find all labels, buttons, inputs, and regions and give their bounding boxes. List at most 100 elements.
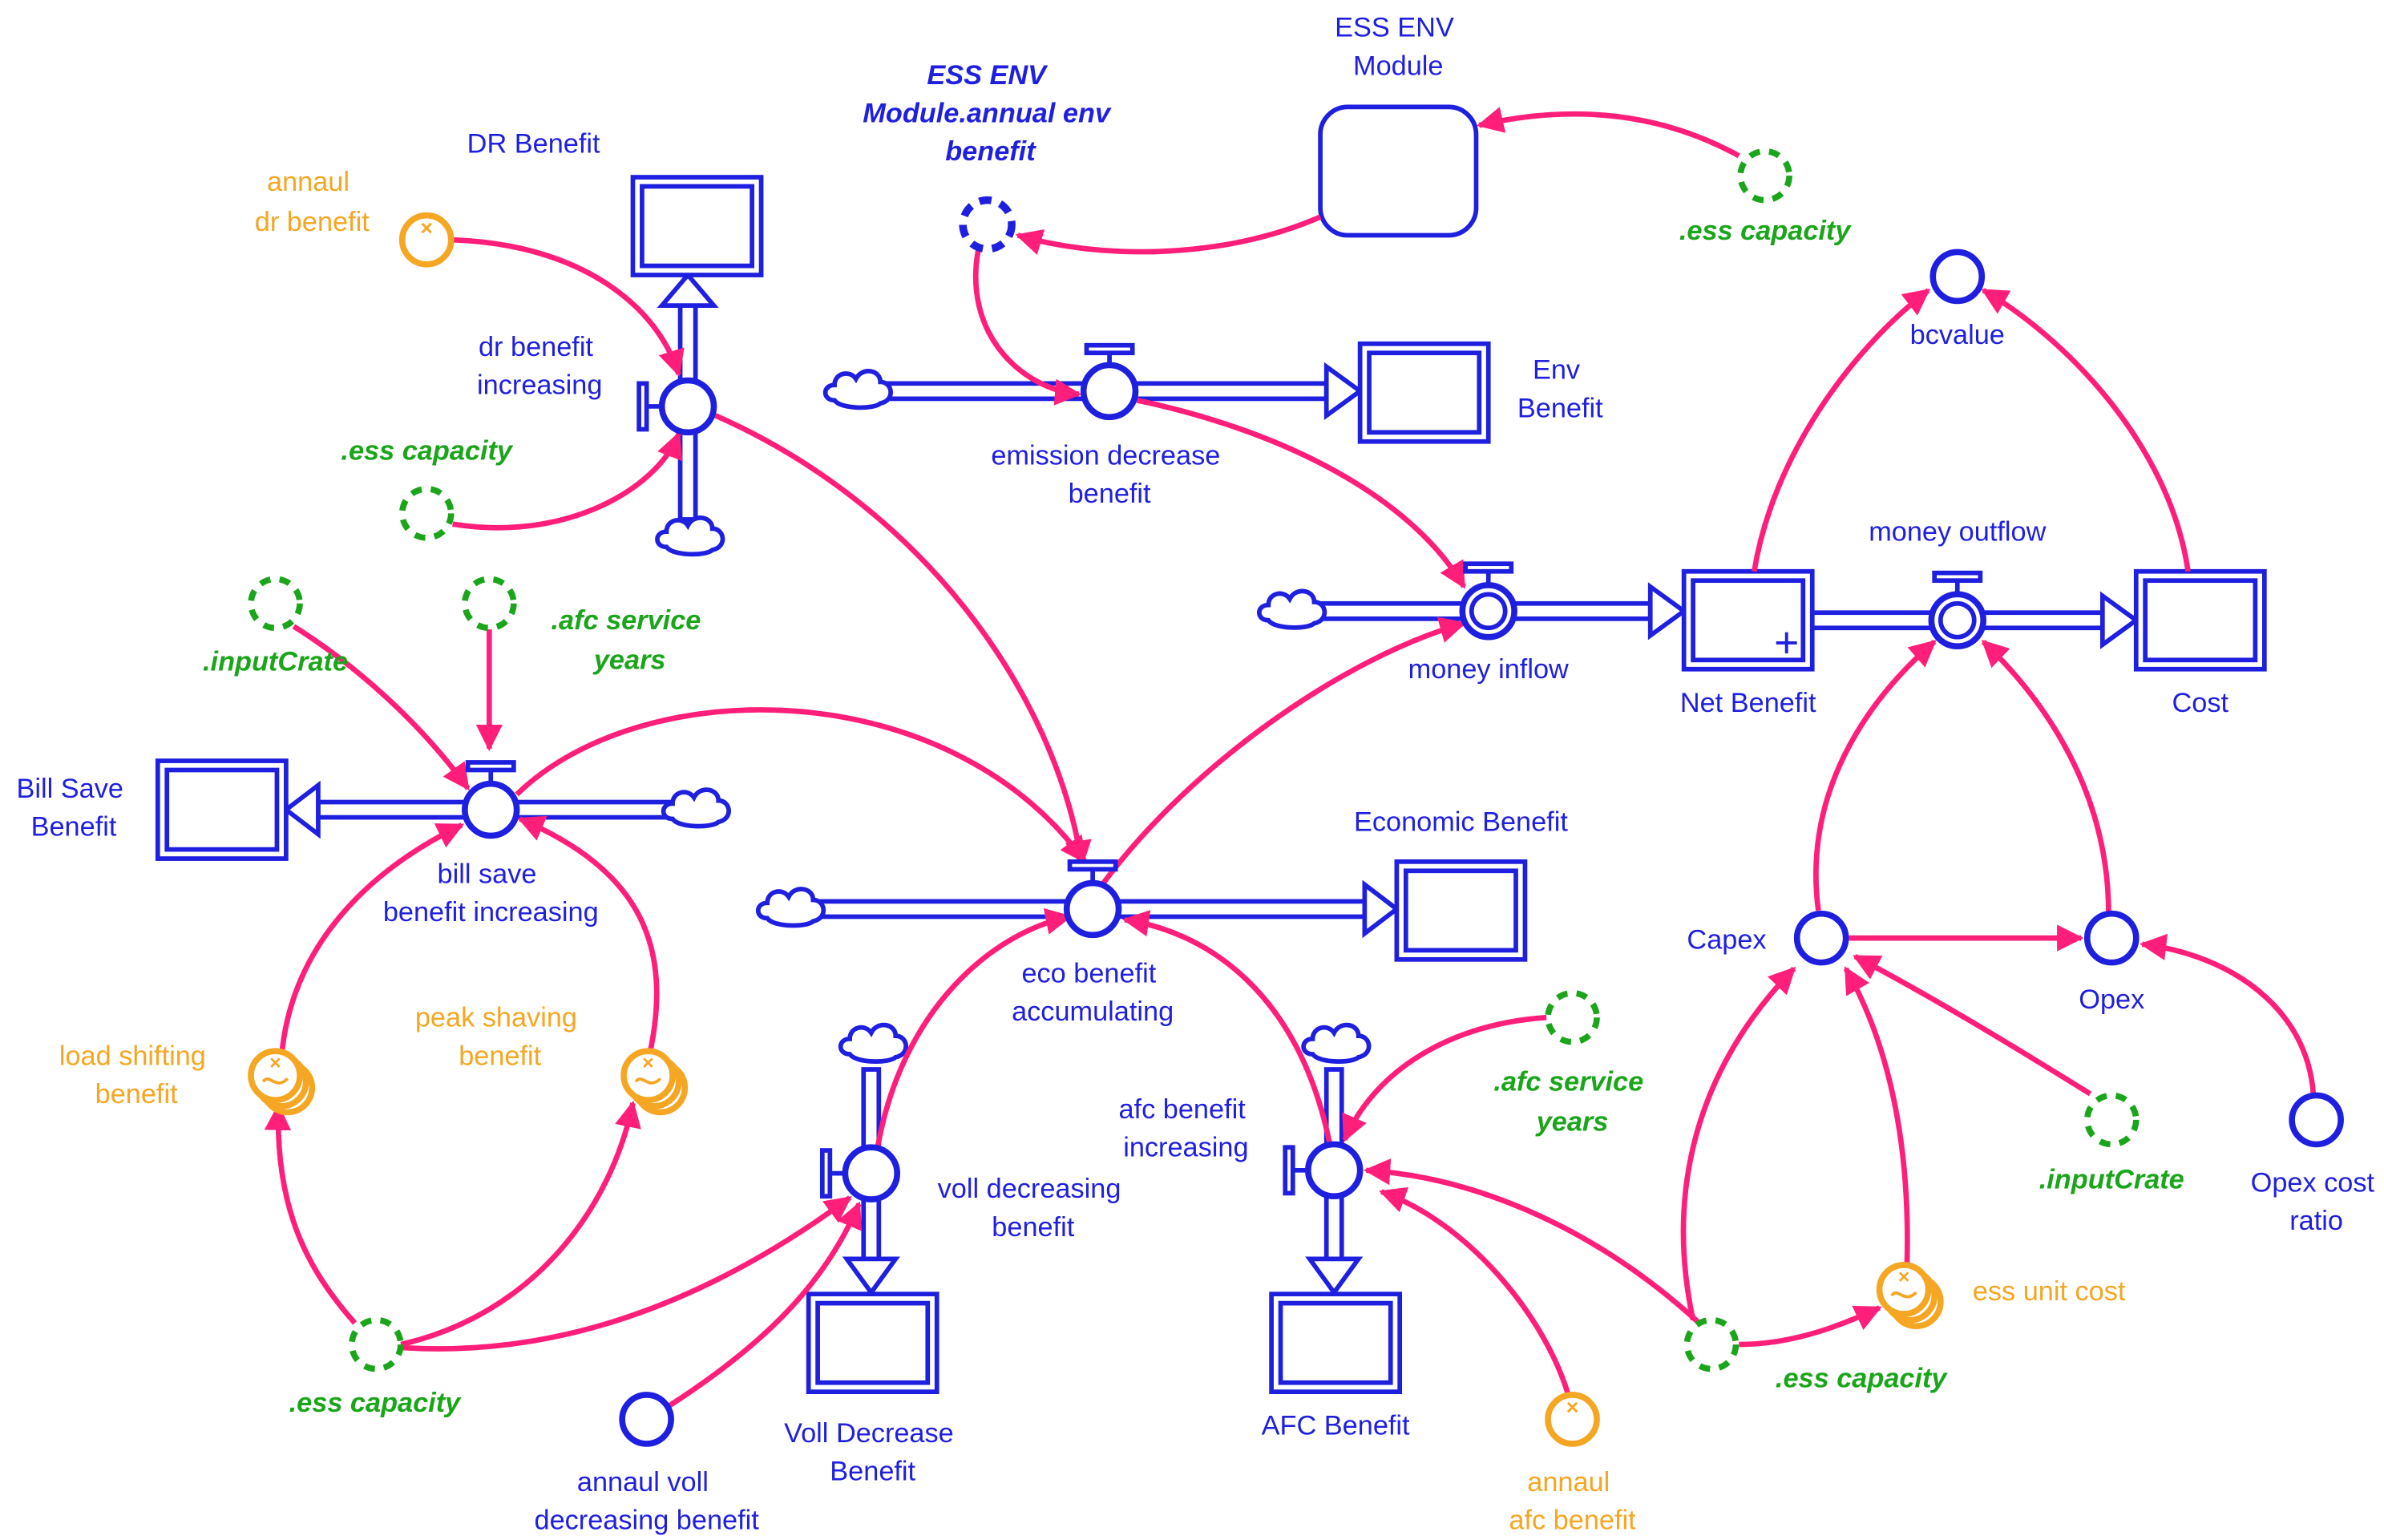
var-bcvalue[interactable]: [1929, 249, 1986, 305]
lookup-ess-unit-cost-label: ess unit cost: [1973, 1276, 2126, 1307]
flow-money-outflow-label: money outflow: [1869, 517, 2046, 548]
source-cloud-icon: [841, 1025, 907, 1062]
valve-bill-save-increasing[interactable]: [462, 760, 520, 839]
var-capex[interactable]: [1793, 910, 1849, 966]
valve-voll-decreasing[interactable]: [819, 1144, 901, 1202]
link-annaul-dr-to-dr-flow: [452, 236, 685, 378]
lookup-x-icon: ×: [1898, 1267, 1909, 1288]
link-ess-capacity-to-afc-flow: [1363, 1158, 1701, 1325]
stock-env-benefit-label: Env Benefit: [1517, 355, 1603, 424]
shadow-input-crate-bill[interactable]: [248, 576, 303, 632]
flow-voll-label: voll decreasing benefit: [938, 1174, 1129, 1243]
link-bill-to-eco: [515, 707, 1088, 864]
stock-bill-save-benefit[interactable]: [155, 758, 289, 861]
flow-emission-label: emission decrease benefit: [991, 440, 1227, 509]
valve-money-outflow[interactable]: [1928, 570, 1986, 649]
stock-net-benefit[interactable]: +: [1681, 568, 1815, 672]
valve-emission-decrease[interactable]: [1080, 342, 1139, 421]
stock-voll-decrease-benefit[interactable]: [806, 1291, 939, 1395]
var-capex-label: Capex: [1687, 924, 1766, 955]
flow-money-inflow-label: money inflow: [1408, 654, 1569, 685]
source-cloud-icon: [826, 371, 891, 408]
lookup-x-icon: ×: [420, 216, 433, 240]
valve-eco-benefit-accumulating[interactable]: [1063, 859, 1122, 939]
module-ess-env[interactable]: [1318, 104, 1479, 238]
shadow-afc-years-afc-label: .afc service years: [1493, 1067, 1651, 1138]
lookup-annaul-dr-benefit[interactable]: ×: [398, 212, 455, 268]
link-ess-capacity-to-unit-cost: [1739, 1305, 1882, 1348]
stock-afc-benefit[interactable]: [1269, 1291, 1403, 1395]
var-bcvalue-label: bcvalue: [1910, 320, 2005, 350]
shadow-ess-capacity-module-label: .ess capacity: [1679, 216, 1852, 246]
module-output-label: ESS ENV Module.annual env benefit: [863, 60, 1117, 167]
causal-links: [264, 107, 2317, 1409]
var-annaul-voll-label: annaul voll decreasing benefit: [534, 1467, 759, 1536]
stock-dr-benefit-label: DR Benefit: [467, 129, 600, 160]
var-annaul-voll-decreasing-benefit[interactable]: [619, 1392, 674, 1447]
shadow-ess-capacity-dr-label: .ess capacity: [341, 436, 513, 467]
stock-dr-benefit[interactable]: [630, 175, 764, 277]
shadow-afc-service-years-bill[interactable]: [462, 576, 517, 632]
var-opex[interactable]: [2083, 910, 2140, 966]
lookup-x-icon: ×: [1566, 1396, 1579, 1420]
source-cloud-icon: [1259, 591, 1325, 628]
lookup-load-shifting-benefit[interactable]: ×: [248, 1048, 316, 1116]
shadow-module-annual-env-benefit[interactable]: [959, 196, 1016, 253]
shadow-input-crate-capex[interactable]: [2083, 1092, 2140, 1148]
graph-wave-icon: [261, 1077, 289, 1085]
flow-dr-label: dr benefit increasing: [477, 332, 602, 401]
module-label: ESS ENV Module: [1335, 13, 1461, 82]
lookup-ess-unit-cost[interactable]: ×: [1876, 1262, 1944, 1330]
link-afc-flow-to-eco: [1121, 910, 1332, 1144]
source-cloud-icon: [664, 790, 729, 827]
valve-afc-benefit-increasing[interactable]: [1283, 1141, 1364, 1200]
stock-cost[interactable]: [2133, 568, 2267, 672]
link-ess-capacity-to-load-shift: [264, 1103, 358, 1325]
shadow-afc-service-years-afc[interactable]: [1545, 989, 1600, 1045]
link-unit-cost-to-capex: [1843, 966, 1910, 1266]
stock-economic-benefit-label: Economic Benefit: [1354, 807, 1568, 838]
shadow-ess-capacity-right[interactable]: [1683, 1316, 1740, 1372]
stock-plus-symbol: +: [1774, 619, 1799, 666]
link-ess-capacity-to-voll: [400, 1195, 852, 1352]
link-ess-capacity-to-dr-flow: [452, 431, 683, 531]
shadow-ess-capacity-dr[interactable]: [398, 486, 455, 541]
shadow-ess-capacity-left[interactable]: [349, 1316, 404, 1372]
valve-dr-benefit-increasing[interactable]: [636, 377, 717, 436]
stock-net-benefit-label: Net Benefit: [1680, 688, 1816, 718]
stock-cost-label: Cost: [2172, 688, 2229, 718]
link-capacity-to-module: [1477, 107, 1740, 159]
link-voll-to-eco: [875, 908, 1073, 1150]
valve-money-inflow[interactable]: [1459, 561, 1517, 641]
link-ess-capacity-to-capex: [1680, 966, 1796, 1321]
stock-voll-decrease-label: Voll Decrease Benefit: [784, 1418, 961, 1487]
link-eco-to-money-inflow: [1101, 616, 1467, 885]
link-opex-ratio-to-opex: [2140, 933, 2317, 1094]
link-peak-shave-to-bill: [517, 815, 660, 1055]
lookup-peak-shaving-benefit[interactable]: ×: [620, 1048, 689, 1116]
link-opex-to-outflow: [1981, 640, 2111, 914]
shadow-input-crate-bill-label: .inputCrate: [203, 647, 348, 677]
var-opex-label: Opex: [2079, 984, 2144, 1015]
link-load-shift-to-bill: [278, 823, 465, 1058]
lookup-annaul-afc-label: annaul afc benefit: [1509, 1467, 1636, 1536]
shadow-ess-capacity-left-label: .ess capacity: [289, 1388, 462, 1418]
link-annaul-voll-to-voll: [668, 1201, 863, 1409]
flow-afc-label: afc benefit increasing: [1118, 1094, 1253, 1163]
var-opex-cost-ratio[interactable]: [2289, 1092, 2344, 1148]
link-input-crate-to-bill: [292, 624, 471, 791]
shadow-afc-years-bill-label: .afc service years: [551, 605, 708, 676]
flow-bill-save-label: bill save benefit increasing: [383, 859, 599, 928]
stock-economic-benefit[interactable]: [1394, 859, 1528, 962]
stock-env-benefit[interactable]: [1357, 341, 1491, 444]
lookup-load-shifting-label: load shifting benefit: [59, 1041, 214, 1110]
link-capex-to-outflow: [1813, 639, 1937, 911]
source-cloud-icon: [758, 889, 824, 926]
stock-afc-benefit-label: AFC Benefit: [1262, 1411, 1410, 1441]
link-shadow-to-emission: [972, 249, 1082, 406]
source-cloud-icon: [657, 518, 723, 555]
link-input-crate-to-capex: [1853, 954, 2092, 1097]
shadow-ess-capacity-module[interactable]: [1737, 148, 1792, 204]
lookup-annaul-afc-benefit[interactable]: ×: [1545, 1392, 1600, 1447]
link-afc-years-to-afc-flow: [1342, 1014, 1547, 1142]
